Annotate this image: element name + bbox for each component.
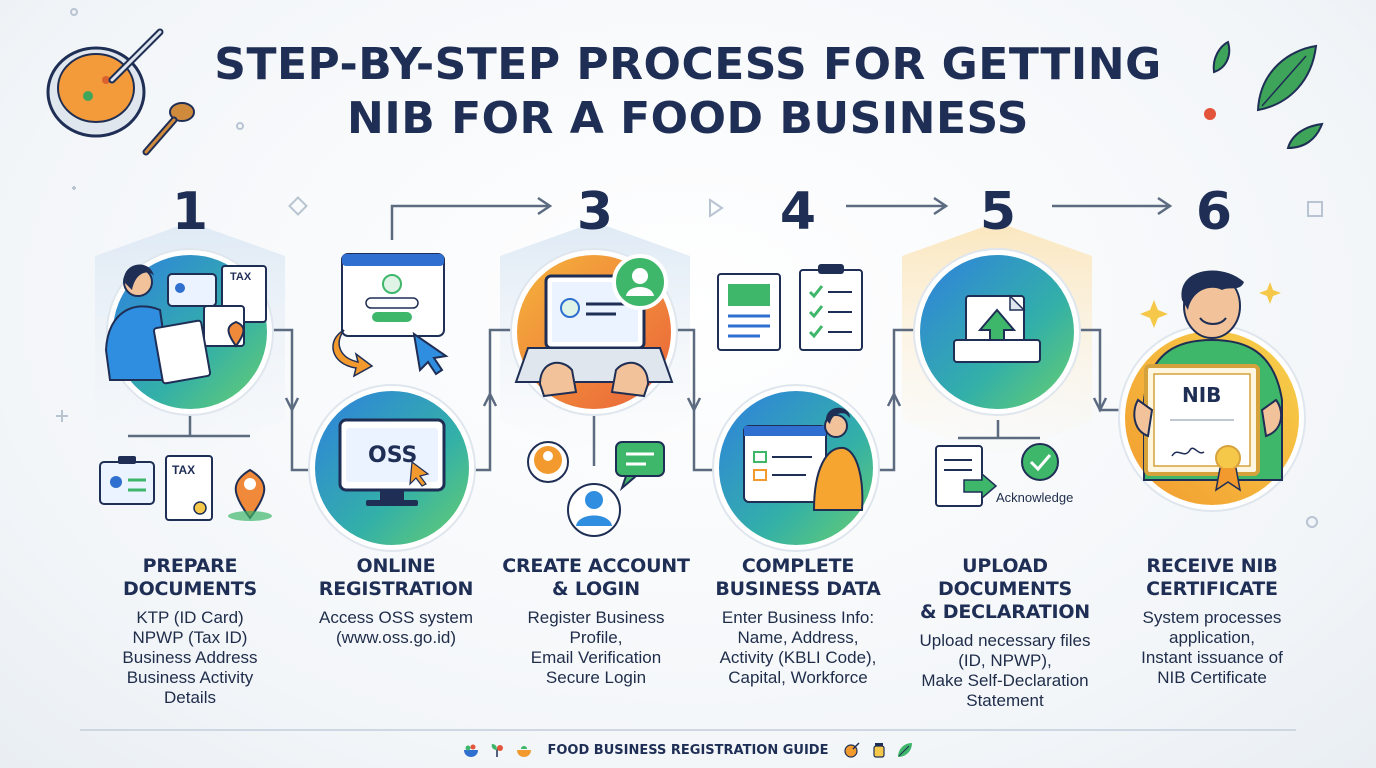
step2-illustration: OSS: [308, 253, 476, 552]
tax-label: TAX: [230, 271, 252, 283]
step1-document-icons: TAX: [99, 455, 272, 521]
jar-icon: [872, 743, 885, 758]
step4-desc-line: Enter Business Info:: [721, 608, 875, 627]
step2-title-line: REGISTRATION: [318, 578, 474, 600]
step2-description: Access OSS system (www.oss.go.id): [298, 608, 494, 648]
bowl-icon: [516, 746, 531, 757]
step6-title-line: RECEIVE NIB: [1146, 555, 1278, 577]
step3-desc-line: Profile,: [569, 628, 623, 647]
step1-description: KTP (ID Card) NPWP (Tax ID) Business Add…: [92, 608, 288, 708]
step1-title-line: DOCUMENTS: [123, 578, 257, 600]
tax-label-2: TAX: [172, 463, 195, 477]
footer-divider: [80, 729, 1296, 731]
footer: FOOD BUSINESS REGISTRATION GUIDE: [0, 741, 1376, 759]
step3-desc-line: Secure Login: [545, 668, 647, 687]
oss-label: OSS: [368, 443, 417, 468]
step3-title-line: & LOGIN: [552, 578, 640, 600]
step6-title: RECEIVE NIB CERTIFICATE: [1114, 555, 1310, 601]
plant-icon: [492, 744, 504, 757]
salad-bowl-icon: [463, 744, 478, 757]
title-line-2: NIB FOR A FOOD BUSINESS: [347, 93, 1029, 144]
step3-text: CREATE ACCOUNT & LOGIN Register Business…: [496, 555, 696, 688]
step3-illustration: [510, 248, 678, 537]
step4-number: 4: [779, 182, 817, 242]
step5-desc-line: Make Self-Declaration: [921, 671, 1089, 690]
step4-description: Enter Business Info: Name, Address, Acti…: [700, 608, 896, 688]
step1-desc-line: Business Address: [122, 648, 258, 667]
step6-description: System processes application, Instant is…: [1114, 608, 1310, 688]
step3-title: CREATE ACCOUNT & LOGIN: [496, 555, 696, 601]
step3-number: 3: [576, 182, 614, 242]
step6-desc-line: application,: [1168, 628, 1255, 647]
step2-text: ONLINE REGISTRATION Access OSS system (w…: [298, 555, 494, 648]
soup-bowl-icon: [46, 28, 195, 156]
connector-lines: [128, 196, 1173, 472]
step5-title: UPLOAD DOCUMENTS & DECLARATION: [892, 555, 1118, 624]
step3-desc-line: Register Business: [527, 608, 665, 627]
nib-label: NIB: [1182, 383, 1221, 407]
leaves-icon: [1204, 40, 1324, 150]
step1-title: PREPARE DOCUMENTS: [92, 555, 288, 601]
step1-number: 1: [171, 182, 209, 242]
spoon-bowl-icon: [844, 742, 860, 758]
step5-description: Upload necessary files (ID, NPWP), Make …: [892, 631, 1118, 711]
leaf-icon: [898, 743, 913, 757]
title-line-1: STEP-BY-STEP PROCESS FOR GETTING: [214, 39, 1162, 90]
step4-title-line: COMPLETE: [741, 555, 855, 577]
step3-description: Register Business Profile, Email Verific…: [496, 608, 696, 688]
step1-text: PREPARE DOCUMENTS KTP (ID Card) NPWP (Ta…: [92, 555, 288, 708]
step2-title-line: ONLINE: [356, 555, 436, 577]
step6-text: RECEIVE NIB CERTIFICATE System processes…: [1114, 555, 1310, 688]
acknowledge-label: Acknowledge: [996, 490, 1074, 505]
sparkle-decorations: [56, 8, 1323, 528]
step1-illustration: TAX: [104, 248, 274, 416]
step4-desc-line: Activity (KBLI Code),: [719, 648, 877, 667]
step4-desc-line: Capital, Workforce: [728, 668, 868, 687]
step2-title: ONLINE REGISTRATION: [298, 555, 494, 601]
step4-title: COMPLETE BUSINESS DATA: [700, 555, 896, 601]
step4-text: COMPLETE BUSINESS DATA Enter Business In…: [700, 555, 896, 688]
step1-desc-line: Details: [164, 688, 216, 707]
step5-desc-line: (ID, NPWP),: [958, 651, 1052, 670]
step6-desc-line: Instant issuance of: [1141, 648, 1283, 667]
step1-desc-line: Business Activity: [126, 668, 254, 687]
step2-desc-line: (www.oss.go.id): [336, 628, 456, 647]
step5-title-line: & DECLARATION: [919, 601, 1091, 623]
step6-desc-line: System processes: [1142, 608, 1282, 627]
step6-desc-line: NIB Certificate: [1157, 668, 1267, 687]
step5-number: 5: [979, 182, 1017, 242]
footer-text: FOOD BUSINESS REGISTRATION GUIDE: [547, 742, 829, 758]
step1-desc-line: KTP (ID Card): [136, 608, 244, 627]
step3-title-line: CREATE ACCOUNT: [502, 555, 690, 577]
step1-desc-line: NPWP (Tax ID): [132, 628, 248, 647]
step5-text: UPLOAD DOCUMENTS & DECLARATION Upload ne…: [892, 555, 1118, 711]
step3-desc-line: Email Verification: [530, 648, 662, 667]
step1-title-line: PREPARE: [142, 555, 238, 577]
step6-title-line: CERTIFICATE: [1146, 578, 1278, 600]
step4-title-line: BUSINESS DATA: [715, 578, 881, 600]
step5-title-line: UPLOAD DOCUMENTS: [938, 555, 1072, 600]
step5-desc-line: Statement: [966, 691, 1044, 710]
step5-illustration: [913, 248, 1081, 507]
step6-illustration: NIB: [1118, 270, 1306, 512]
step6-number: 6: [1195, 182, 1233, 242]
step4-desc-line: Name, Address,: [737, 628, 859, 647]
page-title: STEP-BY-STEP PROCESS FOR GETTING NIB FOR…: [0, 38, 1376, 146]
step2-desc-line: Access OSS system: [319, 608, 473, 627]
step5-desc-line: Upload necessary files: [919, 631, 1091, 650]
step4-illustration: [712, 264, 880, 552]
